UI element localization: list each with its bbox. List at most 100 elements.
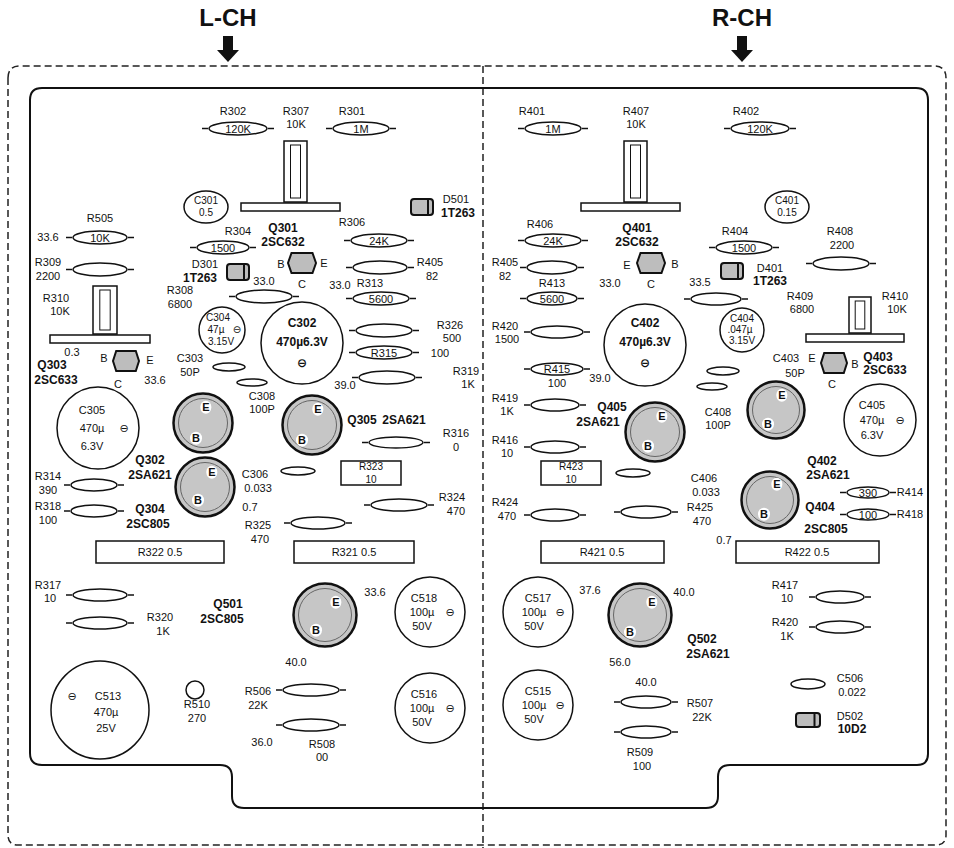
part-label: R308 — [167, 284, 193, 297]
resistor-symbol: R314390 — [70, 478, 118, 492]
part-label: C — [647, 278, 655, 291]
part-label: 50P — [180, 366, 200, 379]
part-label: B — [100, 352, 107, 365]
outline-part — [326, 128, 332, 130]
outline-part — [346, 298, 352, 300]
outline-part — [176, 458, 235, 517]
outline-part — [531, 441, 579, 453]
outline-part — [584, 368, 590, 370]
electrolytic-capacitor-symbol: C305470µ6.3V⊖ — [56, 386, 140, 470]
part-label: 1K — [500, 405, 513, 418]
outline-part — [128, 622, 134, 624]
outline-part — [527, 292, 577, 305]
resistor-symbol — [530, 508, 580, 522]
outline-part — [50, 335, 150, 343]
resistor-symbol — [290, 516, 346, 530]
part-value: R321 0.5 — [332, 546, 377, 559]
part-label: 2200 — [36, 270, 60, 283]
outline-part — [71, 479, 117, 491]
outline-part — [184, 191, 228, 223]
part-label: 10D2 — [838, 723, 867, 737]
part-value: ⊖ — [233, 324, 241, 336]
part-value: B — [192, 494, 204, 507]
outline-part — [128, 269, 134, 271]
part-label: R405 — [417, 256, 443, 269]
outline-part — [580, 446, 586, 448]
outline-part — [64, 510, 70, 512]
part-label: Q303 — [37, 359, 66, 373]
resistor-symbol: R3135600 — [352, 291, 410, 306]
resistor-symbol: R50510K — [72, 230, 128, 245]
part-value: ⊖ — [555, 606, 564, 619]
part-value: 10 — [565, 474, 576, 486]
outline-part — [736, 541, 879, 563]
trimmer-symbol — [92, 285, 118, 335]
outline-part — [71, 505, 117, 517]
part-value: 3.15V — [729, 335, 755, 347]
film-capacitor-symbol — [183, 190, 229, 224]
outline-part — [291, 517, 345, 529]
outline-part — [773, 247, 779, 249]
part-label: C308 — [249, 390, 275, 403]
channel-label: R-CH — [712, 4, 772, 32]
part-value: C405 — [859, 399, 885, 412]
power-resistor-symbol: R422 0.5 — [735, 540, 880, 564]
resistor-symbol: R4082200 — [812, 256, 870, 271]
part-value: C517 — [525, 592, 551, 605]
outline-part — [840, 492, 846, 494]
electrolytic-capacitor-symbol: C517100µ50V⊖ — [502, 576, 574, 648]
part-value: C513 — [95, 690, 121, 703]
outline-part — [621, 726, 671, 738]
part-label: 2SC632 — [261, 236, 304, 250]
outline-part — [672, 511, 678, 513]
resistor-symbol: R3092200 — [72, 262, 128, 277]
film-capacitor-symbol — [696, 382, 728, 391]
film-capacitor-symbol — [764, 190, 810, 224]
outline-part — [531, 509, 579, 521]
outline-part — [299, 589, 352, 642]
resistor-symbol — [815, 590, 865, 604]
power-resistor-symbol: R32310 — [340, 460, 402, 486]
resistor-symbol: R424470 — [530, 508, 580, 522]
outline-part — [890, 492, 896, 494]
part-label: E — [808, 352, 815, 365]
outline-part — [531, 326, 583, 338]
outline-part — [428, 504, 434, 506]
resistor-symbol: R40624K — [524, 233, 582, 248]
part-label: R410 — [882, 290, 908, 303]
part-value: R322 0.5 — [138, 546, 183, 559]
outline-part — [609, 584, 672, 647]
outline-part — [351, 234, 407, 247]
part-value: 10K — [90, 231, 110, 244]
outline-part — [291, 145, 301, 198]
voltage-reading: 40.0 — [285, 656, 306, 669]
outline-part — [73, 589, 127, 601]
part-value: E — [312, 403, 323, 416]
outline-part — [721, 263, 743, 279]
trimmer-symbol — [283, 140, 308, 203]
part-label: R419 — [492, 392, 518, 405]
resistor-symbol: R324470 — [370, 498, 428, 512]
trimmer-symbol — [623, 140, 648, 203]
part-label: R414 — [897, 486, 923, 499]
outline-part — [128, 237, 134, 239]
part-value: 3.15V — [208, 336, 234, 348]
outline-part — [371, 499, 427, 511]
outline-part — [395, 577, 465, 647]
outline-part — [806, 263, 812, 265]
outline-part — [362, 442, 368, 444]
diode-symbol: D5011T263 — [410, 198, 434, 216]
part-value: C401 — [775, 195, 799, 207]
part-label: R318 — [35, 500, 61, 513]
resistor-symbol: R402120K — [730, 121, 790, 136]
outline-part — [541, 461, 601, 485]
voltage-reading: 39.0 — [334, 379, 355, 392]
part-label: 100 — [39, 514, 57, 527]
part-label: Q402 — [807, 455, 836, 469]
transistor-can-symbol: Q4022SA621EB — [746, 380, 806, 440]
transistor-symbol: Q4012SC632EBC — [636, 252, 666, 274]
trimmer-symbol: R31010K — [92, 285, 118, 335]
part-value: 24K — [369, 234, 389, 247]
part-label: C406 — [691, 472, 717, 485]
